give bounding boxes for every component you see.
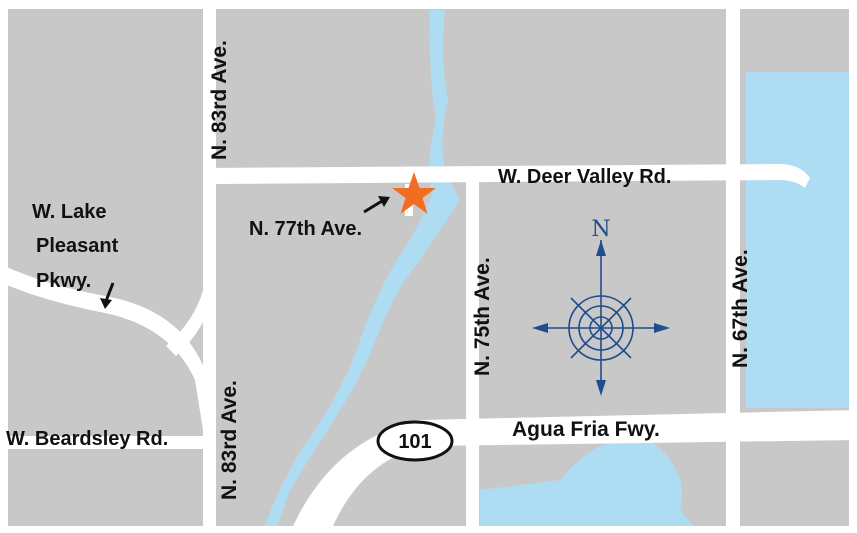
compass-rose-icon	[532, 240, 670, 396]
road-pkwy-connector	[166, 290, 216, 356]
east-lake	[746, 72, 857, 408]
label-w-lake-pleasant-pkwy-line3: Pkwy.	[36, 270, 91, 292]
label-n67th-ave: N. 67th Ave.	[729, 249, 752, 368]
label-n83rd-ave-north: N. 83rd Ave.	[208, 40, 231, 160]
label-w-beardsley-rd: W. Beardsley Rd.	[6, 428, 168, 450]
arrow-to-n77th-icon	[363, 196, 390, 214]
road-top-edge	[0, 0, 857, 9]
label-w-lake-pleasant-pkwy-line1: W. Lake	[32, 201, 106, 223]
road-bottom-edge	[0, 526, 857, 533]
star-icon	[392, 172, 436, 214]
label-n77th-ave: N. 77th Ave.	[249, 218, 362, 240]
label-w-lake-pleasant-pkwy-line2: Pleasant	[36, 235, 119, 257]
label-w-deer-valley-rd: W. Deer Valley Rd.	[498, 166, 671, 188]
highway-shield-label: 101	[398, 431, 431, 453]
road-w-deer-valley-rd	[203, 164, 810, 188]
label-n75th-ave: N. 75th Ave.	[471, 257, 494, 376]
compass-north-label: N	[591, 217, 610, 242]
label-n83rd-ave-south: N. 83rd Ave.	[218, 380, 241, 500]
road-n67th-ave	[726, 0, 740, 533]
south-lake	[480, 438, 700, 533]
arrow-to-pkwy-icon	[100, 282, 115, 309]
road-w-beardsley-rd	[0, 436, 216, 449]
label-agua-fria-fwy: Agua Fria Fwy.	[512, 418, 660, 441]
highway-101-shield: 101	[376, 420, 454, 462]
agua-fria-river	[262, 10, 460, 533]
road-right-edge	[849, 0, 857, 533]
